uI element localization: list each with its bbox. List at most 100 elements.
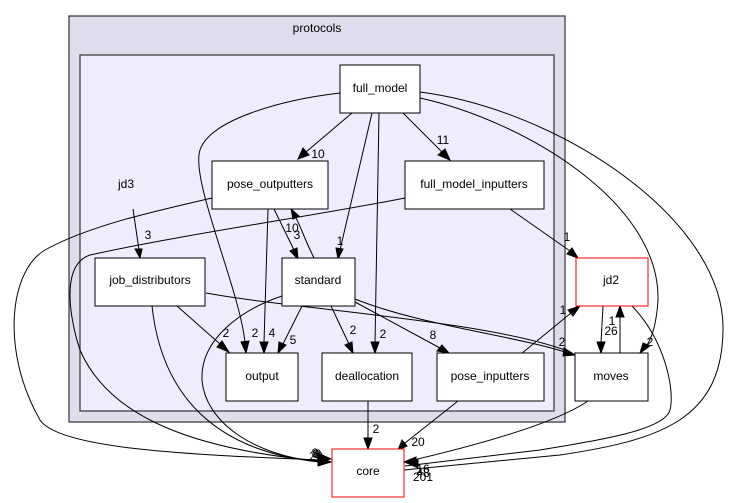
edge-label: 8 <box>430 328 437 342</box>
edge-label: 1 <box>560 303 567 317</box>
edge-job_distributors-moves[interactable] <box>205 292 566 351</box>
edge-standard-deallocation[interactable] <box>330 305 350 345</box>
node-pose_inputters[interactable]: pose_inputters <box>436 352 545 402</box>
node-full_model-box[interactable] <box>339 64 421 114</box>
edge-label: 8 <box>312 446 319 460</box>
edge-job_distributors-core[interactable] <box>151 305 321 463</box>
edge-full_model-output[interactable] <box>198 92 341 344</box>
edge-label: 10 <box>311 147 325 161</box>
node-full_model[interactable]: full_model <box>339 64 421 114</box>
edge-label: 2 <box>380 327 387 341</box>
node-job_distributors[interactable]: job_distributors <box>94 257 206 307</box>
edge-pose_outputters-core[interactable] <box>13 197 321 461</box>
arrowhead <box>317 452 333 463</box>
edge-jd3-job_distributors[interactable] <box>132 208 140 251</box>
edge-full_model-pose_outputters[interactable] <box>305 112 353 153</box>
edge-label: 8 <box>315 447 322 461</box>
arrowhead <box>596 341 606 355</box>
node-moves[interactable]: moves <box>574 352 649 402</box>
edge-standard-pose_inputters[interactable] <box>354 301 441 349</box>
node-output-label: output <box>245 369 279 383</box>
node-deallocation-label: deallocation <box>335 369 399 383</box>
edge-moves-core[interactable] <box>404 400 589 463</box>
node-output-box[interactable] <box>225 352 299 402</box>
arrowhead <box>436 344 451 354</box>
edge-label: 16 <box>416 462 430 476</box>
node-jd2-box[interactable] <box>575 257 649 307</box>
edge-label: 1 <box>609 314 616 328</box>
node-deallocation[interactable]: deallocation <box>321 352 413 402</box>
edge-pose_inputters-jd2[interactable] <box>520 312 572 355</box>
edge-full_model_inputters-jd2[interactable] <box>509 208 571 252</box>
edge-label: 20 <box>411 435 425 449</box>
node-job_distributors-label: job_distributors <box>108 273 190 287</box>
arrowhead <box>335 247 344 261</box>
cluster-jd3-label: jd3 <box>117 177 134 191</box>
edge-pose_inputters-core[interactable] <box>404 400 459 444</box>
node-jd2-label: jd2 <box>602 273 619 287</box>
node-full_model_inputters[interactable]: full_model_inputters <box>404 160 545 210</box>
edge-jd2-core[interactable] <box>404 305 672 467</box>
arrowhead <box>289 247 299 261</box>
edge-label: 3 <box>294 228 301 242</box>
edge-label: 2 <box>559 335 566 349</box>
node-standard[interactable]: standard <box>281 257 356 307</box>
edge-full_model-deallocation[interactable] <box>374 112 380 344</box>
edge-label: 26 <box>604 324 618 338</box>
edge-label: 2 <box>373 422 380 436</box>
node-output[interactable]: output <box>225 352 299 402</box>
node-pose_outputters-box[interactable] <box>211 160 329 210</box>
node-moves-label: moves <box>593 369 628 383</box>
edge-standard-output[interactable] <box>282 305 303 345</box>
edge-label: 1 <box>337 234 344 248</box>
node-full_model_inputters-box[interactable] <box>404 160 545 210</box>
edge-full_model-moves[interactable] <box>419 97 659 346</box>
cluster-protocols-label: protocols <box>293 21 342 35</box>
node-core-label: core <box>356 464 380 478</box>
edge-job_distributors-output[interactable] <box>176 305 221 345</box>
edge-full_model-full_model_inputters[interactable] <box>402 112 443 153</box>
edge-label: 10 <box>285 221 299 235</box>
edge-full_model-core[interactable] <box>403 91 724 471</box>
arrowhead <box>370 341 380 355</box>
arrowhead <box>566 247 580 259</box>
node-standard-box[interactable] <box>281 257 356 307</box>
arrowhead <box>567 305 582 317</box>
node-pose_outputters-label: pose_outputters <box>227 177 313 191</box>
arrowhead <box>562 347 577 357</box>
edges: 3 10 11 1 2 2 2 201 3 10 <box>13 91 724 484</box>
edge-pose_outputters-standard[interactable] <box>273 208 295 251</box>
node-full_model_inputters-label: full_model_inputters <box>420 177 527 191</box>
arrowhead <box>344 341 354 355</box>
arrowhead <box>277 341 287 355</box>
node-pose_inputters-box[interactable] <box>436 352 545 402</box>
edge-label: 1 <box>564 230 571 244</box>
node-jd2[interactable]: jd2 <box>575 257 649 307</box>
arrowhead <box>134 248 143 260</box>
arrowhead <box>403 458 419 469</box>
node-deallocation-box[interactable] <box>321 352 413 402</box>
arrowhead <box>437 148 451 161</box>
edge-label: 201 <box>413 470 433 484</box>
edge-label: 5 <box>290 333 297 347</box>
node-moves-box[interactable] <box>574 352 649 402</box>
arrowhead <box>216 340 231 354</box>
edge-full_model-standard[interactable] <box>339 112 373 251</box>
edge-full_model_inputters-core[interactable] <box>69 197 406 462</box>
edge-standard-core[interactable] <box>201 295 321 463</box>
edge-standard-pose_outputters[interactable] <box>295 217 315 259</box>
edge-label: 8 <box>313 447 320 461</box>
arrowhead <box>259 341 269 355</box>
edge-label: 4 <box>269 326 276 340</box>
edge-label: 11 <box>437 133 450 147</box>
edge-standard-moves[interactable] <box>354 298 566 353</box>
node-job_distributors-box[interactable] <box>94 257 206 307</box>
arrowhead <box>297 147 310 160</box>
edge-label: 2 <box>252 326 259 340</box>
edge-pose_outputters-output[interactable] <box>263 208 269 344</box>
node-core[interactable]: core <box>331 448 405 498</box>
node-core-box[interactable] <box>331 448 405 498</box>
node-pose_outputters[interactable]: pose_outputters <box>211 160 329 210</box>
edge-jd2-moves[interactable] <box>600 305 604 344</box>
